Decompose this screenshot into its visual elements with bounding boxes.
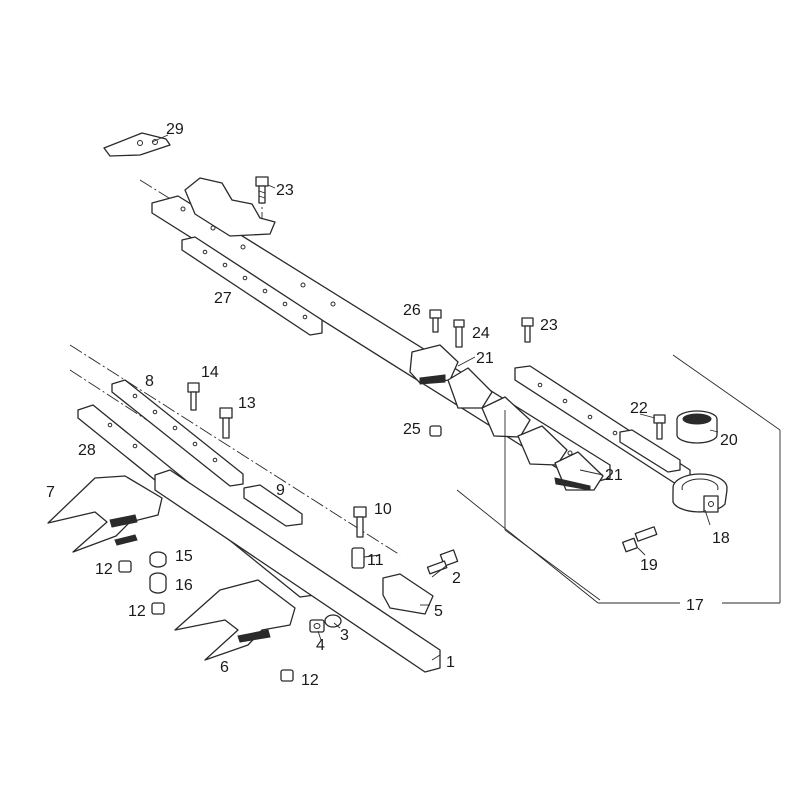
nut-25 — [429, 425, 442, 437]
callout-22: 22 — [630, 400, 648, 417]
callout-labels: 29 23 27 26 24 23 21 25 21 22 20 18 19 1… — [46, 121, 738, 689]
callout-14: 14 — [201, 364, 219, 381]
callout-12-left: 12 — [95, 561, 113, 578]
bolt-13 — [219, 407, 233, 439]
callout-11: 11 — [367, 552, 384, 569]
cutter-frame-1 — [154, 469, 441, 673]
callout-25: 25 — [403, 421, 421, 438]
wear-strip-27 — [181, 236, 323, 336]
callout-9: 9 — [276, 482, 285, 499]
wear-strip-27-holes — [202, 249, 308, 320]
spacer-plate-9 — [243, 484, 303, 527]
callout-24: 24 — [472, 325, 490, 342]
callout-19: 19 — [640, 557, 658, 574]
callout-13: 13 — [238, 395, 256, 412]
upper-knife-assembly — [103, 132, 728, 553]
guard-7 — [47, 475, 163, 553]
callout-21-bottom: 21 — [605, 467, 623, 484]
callout-12-middle: 12 — [128, 603, 146, 620]
lower-guard-assembly — [47, 344, 459, 682]
knife-drive-bar-lower — [619, 429, 681, 473]
callout-12-bottom: 12 — [301, 672, 319, 689]
nut-12b — [151, 602, 165, 615]
callout-18: 18 — [712, 530, 730, 547]
bolt-22 — [653, 414, 666, 440]
leader-lines — [151, 134, 719, 661]
callout-5: 5 — [434, 603, 443, 620]
callout-23-right: 23 — [540, 317, 558, 334]
nut-4 — [309, 619, 325, 633]
clamp-head-18 — [672, 473, 728, 513]
spacer-11 — [351, 547, 365, 569]
callout-3: 3 — [340, 627, 349, 644]
callout-1: 1 — [446, 654, 455, 671]
callout-15: 15 — [175, 548, 193, 565]
callout-26: 26 — [403, 302, 421, 319]
callout-27: 27 — [214, 290, 232, 307]
angle-bracket-5 — [382, 573, 434, 615]
callout-20: 20 — [720, 432, 738, 449]
knife-section-head — [184, 177, 276, 237]
bolt-23-top — [255, 176, 269, 204]
bolt-19 — [622, 526, 658, 553]
callout-29: 29 — [166, 121, 184, 138]
guard-plate-8 — [111, 379, 244, 487]
callout-2: 2 — [452, 570, 461, 587]
guard-plate-8-holes — [132, 393, 218, 463]
assembly-17-bracket — [456, 354, 781, 604]
callout-8: 8 — [145, 373, 154, 390]
bolt-14 — [187, 382, 200, 411]
bushing-15 — [149, 551, 167, 568]
bolt-2 — [426, 549, 459, 575]
bushing-16 — [149, 572, 167, 594]
bolt-24 — [453, 319, 465, 348]
mounting-plate-29 — [103, 132, 171, 157]
knife-sections-21 — [409, 344, 604, 491]
callout-28: 28 — [78, 442, 96, 459]
callout-10: 10 — [374, 501, 392, 518]
nut-12c — [280, 669, 294, 682]
bolt-23-right — [521, 317, 534, 343]
callout-6: 6 — [220, 659, 229, 676]
bolt-10 — [353, 506, 367, 538]
callout-21-top: 21 — [476, 350, 494, 367]
bushing-20 — [676, 410, 718, 444]
guard-6 — [174, 579, 296, 661]
bolt-26 — [429, 309, 442, 333]
callout-16: 16 — [175, 577, 193, 594]
washer-3 — [324, 614, 342, 628]
callout-7: 7 — [46, 484, 55, 501]
callout-23-top: 23 — [276, 182, 294, 199]
nut-12a — [118, 560, 132, 573]
callout-17: 17 — [686, 597, 704, 614]
callout-4: 4 — [316, 637, 325, 654]
